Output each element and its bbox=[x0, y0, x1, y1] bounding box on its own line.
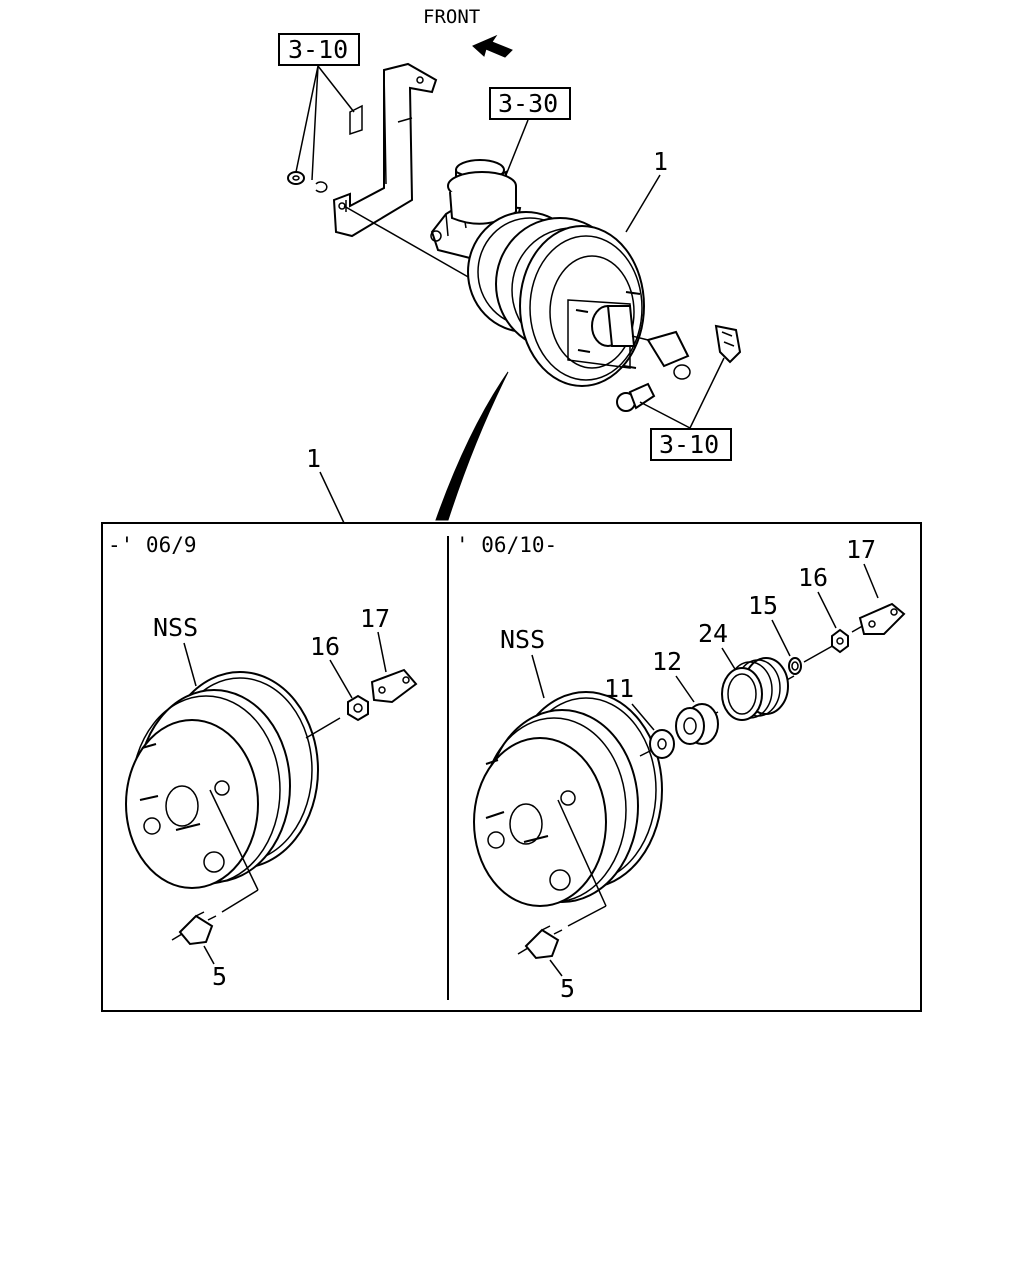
lock-clip-top bbox=[714, 324, 742, 364]
mounting-bracket bbox=[332, 62, 438, 238]
booster-left bbox=[125, 671, 319, 889]
ref-box-3-10-bottom[interactable]: 3-10 bbox=[650, 428, 732, 461]
bushing-12 bbox=[675, 703, 719, 745]
panel-right: ' 06/10- NSS 11 12 bbox=[456, 533, 906, 1003]
clevis-top bbox=[646, 330, 691, 380]
master-cylinder bbox=[430, 159, 522, 264]
part-11: 11 bbox=[604, 674, 634, 703]
part-24: 24 bbox=[698, 619, 728, 648]
bracket-nut bbox=[287, 171, 305, 185]
front-arrow-icon bbox=[472, 34, 513, 58]
ref-3-30-label: 3-30 bbox=[498, 89, 558, 118]
left-clevis-line bbox=[305, 717, 341, 739]
part-5-right: 5 bbox=[560, 974, 575, 1003]
part-16-right: 16 bbox=[798, 563, 828, 592]
ref-box-3-30[interactable]: 3-30 bbox=[489, 87, 571, 120]
ref-3-30-leader bbox=[503, 119, 529, 181]
bracket-washer bbox=[315, 181, 328, 193]
part-15: 15 bbox=[748, 591, 778, 620]
right-axis-line bbox=[557, 799, 607, 907]
booster-right bbox=[473, 691, 663, 907]
part-5-left: 5 bbox=[212, 962, 227, 991]
sensor-5-left bbox=[171, 911, 217, 946]
left-axis-line bbox=[209, 789, 259, 891]
nss-left: NSS bbox=[153, 613, 198, 642]
left-sensor-leader bbox=[221, 889, 259, 913]
ref-box-3-10-top[interactable]: 3-10 bbox=[278, 33, 360, 66]
washer-11 bbox=[649, 729, 675, 759]
boot-24 bbox=[721, 657, 789, 721]
bracket-stud-line bbox=[343, 205, 471, 279]
period-left: -' 06/9 bbox=[108, 533, 197, 557]
callout-1-assembly: 1 bbox=[306, 444, 321, 473]
detail-frame bbox=[101, 522, 922, 1012]
ref-3-10-bottom-leaders bbox=[639, 357, 725, 429]
washer-15 bbox=[788, 657, 802, 675]
front-label: FRONT bbox=[423, 6, 480, 28]
nss-right: NSS bbox=[500, 625, 545, 654]
clevis-17-left bbox=[370, 668, 418, 704]
assembly-pointer-arrow bbox=[435, 371, 509, 521]
nut-16-right bbox=[831, 628, 849, 654]
part-12: 12 bbox=[652, 647, 682, 676]
period-right: ' 06/10- bbox=[456, 533, 557, 557]
ref-3-10-bottom-label: 3-10 bbox=[659, 430, 719, 459]
callout-1-assembly-leader bbox=[319, 471, 345, 524]
ref-3-10-top-label: 3-10 bbox=[288, 35, 348, 64]
clevis-17-right bbox=[858, 602, 906, 635]
right-sensor-leader bbox=[567, 905, 607, 927]
nut-16-left bbox=[347, 694, 369, 722]
part-16-left: 16 bbox=[310, 632, 340, 661]
panel-left: -' 06/9 NSS 16 17 bbox=[108, 533, 418, 991]
clevis-pin-top bbox=[616, 382, 656, 412]
callout-1-top: 1 bbox=[653, 147, 668, 176]
brake-booster-top bbox=[467, 211, 649, 387]
sensor-5-right bbox=[517, 925, 563, 960]
ref-3-10-top-leaders bbox=[295, 65, 355, 181]
part-17-right: 17 bbox=[846, 535, 876, 564]
callout-1-top-leader bbox=[625, 174, 661, 233]
part-17-left: 17 bbox=[360, 604, 390, 633]
